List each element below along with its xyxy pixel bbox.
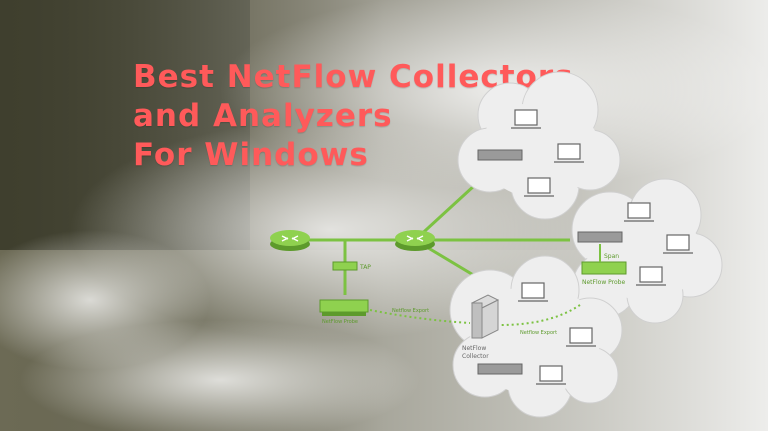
tap-label: TAP (359, 264, 371, 271)
laptop-icon (524, 177, 554, 197)
laptop-icon (566, 327, 596, 347)
collector-label-line2: Collector (462, 353, 489, 360)
netflow-export-line (369, 309, 471, 324)
laptop-group (511, 109, 693, 385)
router-icon (395, 230, 435, 251)
server-icon (477, 149, 523, 161)
laptop-icon (511, 109, 541, 129)
netflow-probe-left-icon: NetFlow Probe (319, 299, 369, 325)
netflow-probe-right-icon: Span NetFlow Probe (581, 244, 627, 286)
probe-label: NetFlow Probe (582, 279, 625, 286)
server-icon (577, 231, 623, 243)
server-icon (477, 363, 523, 375)
title-line-3: For Windows (133, 137, 369, 173)
laptop-icon (663, 234, 693, 254)
collector-label-line1: NetFlow (462, 345, 486, 352)
laptop-icon (636, 266, 666, 286)
laptop-icon (554, 143, 584, 163)
tap-device-icon: TAP (332, 261, 371, 271)
router-icon (270, 230, 310, 251)
netflow-collector-icon: NetFlow Collector (462, 294, 500, 360)
laptop-icon (518, 282, 548, 302)
laptop-icon (624, 202, 654, 222)
export-label-1: Netflow Export (392, 308, 429, 314)
left-probe-label: NetFlow Probe (322, 319, 358, 325)
laptop-icon (536, 365, 566, 385)
title-line-2: and Analyzers (133, 98, 393, 134)
export-label-2: Netflow Export (520, 330, 557, 336)
span-label: Span (604, 253, 619, 260)
